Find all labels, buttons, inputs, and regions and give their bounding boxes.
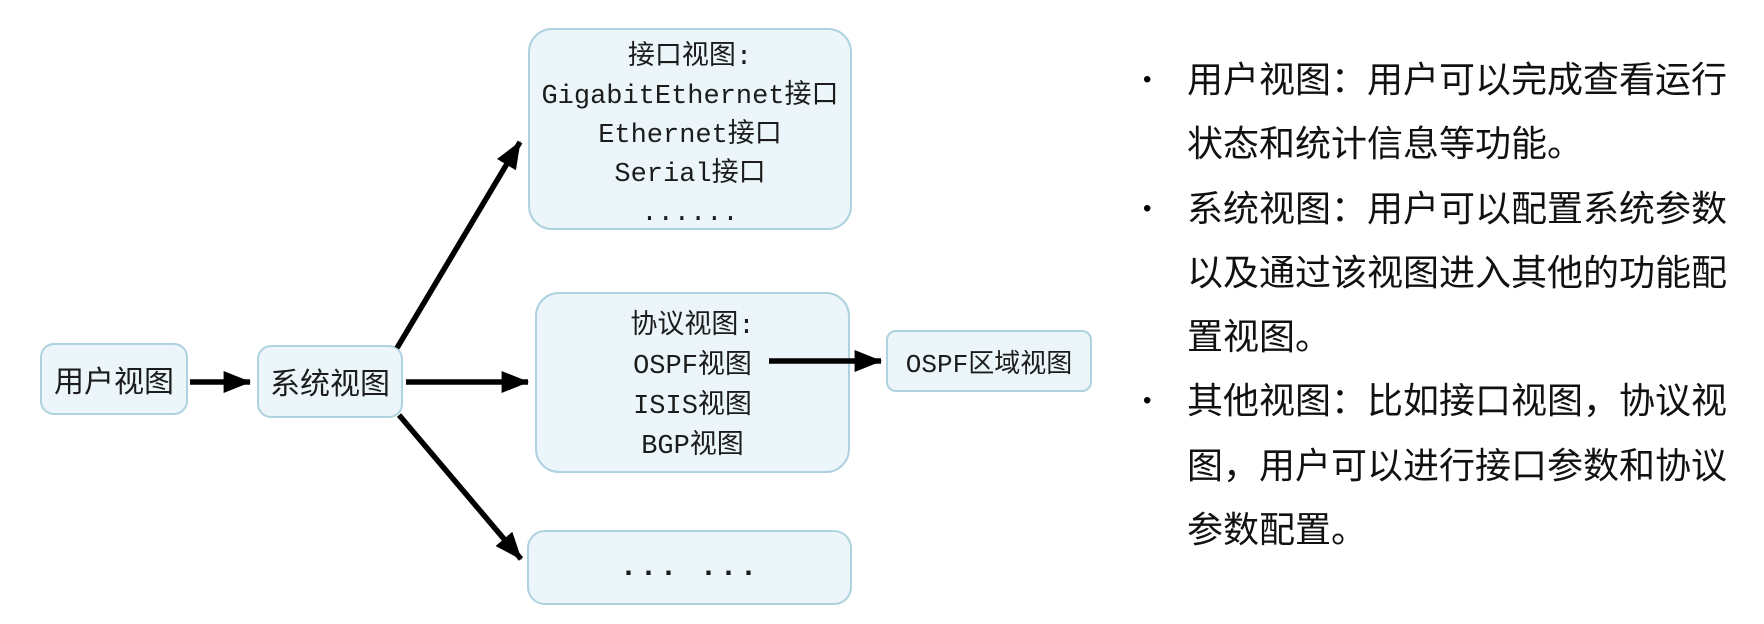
node-other-views: ... ... [527,530,852,605]
arrow-system-to-other [396,413,524,561]
arrow-system-to-interface [394,140,523,350]
note-line: 参数配置。 [1187,510,1368,551]
node-user-view: 用户视图 [40,343,188,415]
node-protocol-view: 协议视图: OSPF视图 ISIS视图 BGP视图 [535,292,850,473]
notes-panel: • 用户视图：用户可以完成查看运行 状态和统计信息等功能。 • 系统视图：用户可… [1143,48,1747,562]
node-line: 接口视图: [627,43,753,73]
node-label: OSPF区域视图 [905,349,1073,380]
node-label: 系统视图 [270,370,390,404]
note-item-system-view: • 系统视图：用户可以配置系统参数 以及通过该视图进入其他的功能配 置视图。 [1143,177,1747,370]
note-line: 其他视图：比如接口视图，协议视 [1187,381,1728,422]
note-line: 以及通过该视图进入其他的功能配 [1187,252,1728,293]
node-line: Serial接口 [614,160,766,190]
node-line: ...... [641,199,739,229]
note-item-user-view: • 用户视图：用户可以完成查看运行 状态和统计信息等功能。 [1143,48,1747,177]
node-line: Ethernet接口 [598,121,782,151]
node-line: ISIS视图 [633,392,752,422]
note-line: 系统视图：用户可以配置系统参数 [1187,188,1728,229]
note-line: 状态和统计信息等功能。 [1187,124,1584,165]
node-label: 用户视图 [54,367,174,402]
node-label: ... ... [619,550,760,585]
bullet-icon: • [1143,194,1152,222]
node-interface-view: 接口视图: GigabitEthernet接口 Ethernet接口 Seria… [528,28,852,230]
bullet-icon: • [1143,66,1152,93]
note-item-other-views: • 其他视图：比如接口视图，协议视 图，用户可以进行接口参数和协议 参数配置。 [1143,369,1747,562]
node-system-view: 系统视图 [257,345,403,418]
node-line: BGP视图 [641,432,744,462]
note-line: 图，用户可以进行接口参数和协议 [1187,445,1728,486]
node-ospf-area-view: OSPF区域视图 [886,330,1092,392]
note-line: 置视图。 [1187,317,1332,358]
note-line: 用户视图：用户可以完成查看运行 [1187,60,1728,100]
node-line: 协议视图: [630,312,755,342]
node-line: OSPF视图 [633,352,752,382]
bullet-icon: • [1143,387,1152,415]
node-line: GigabitEthernet接口 [541,82,839,112]
